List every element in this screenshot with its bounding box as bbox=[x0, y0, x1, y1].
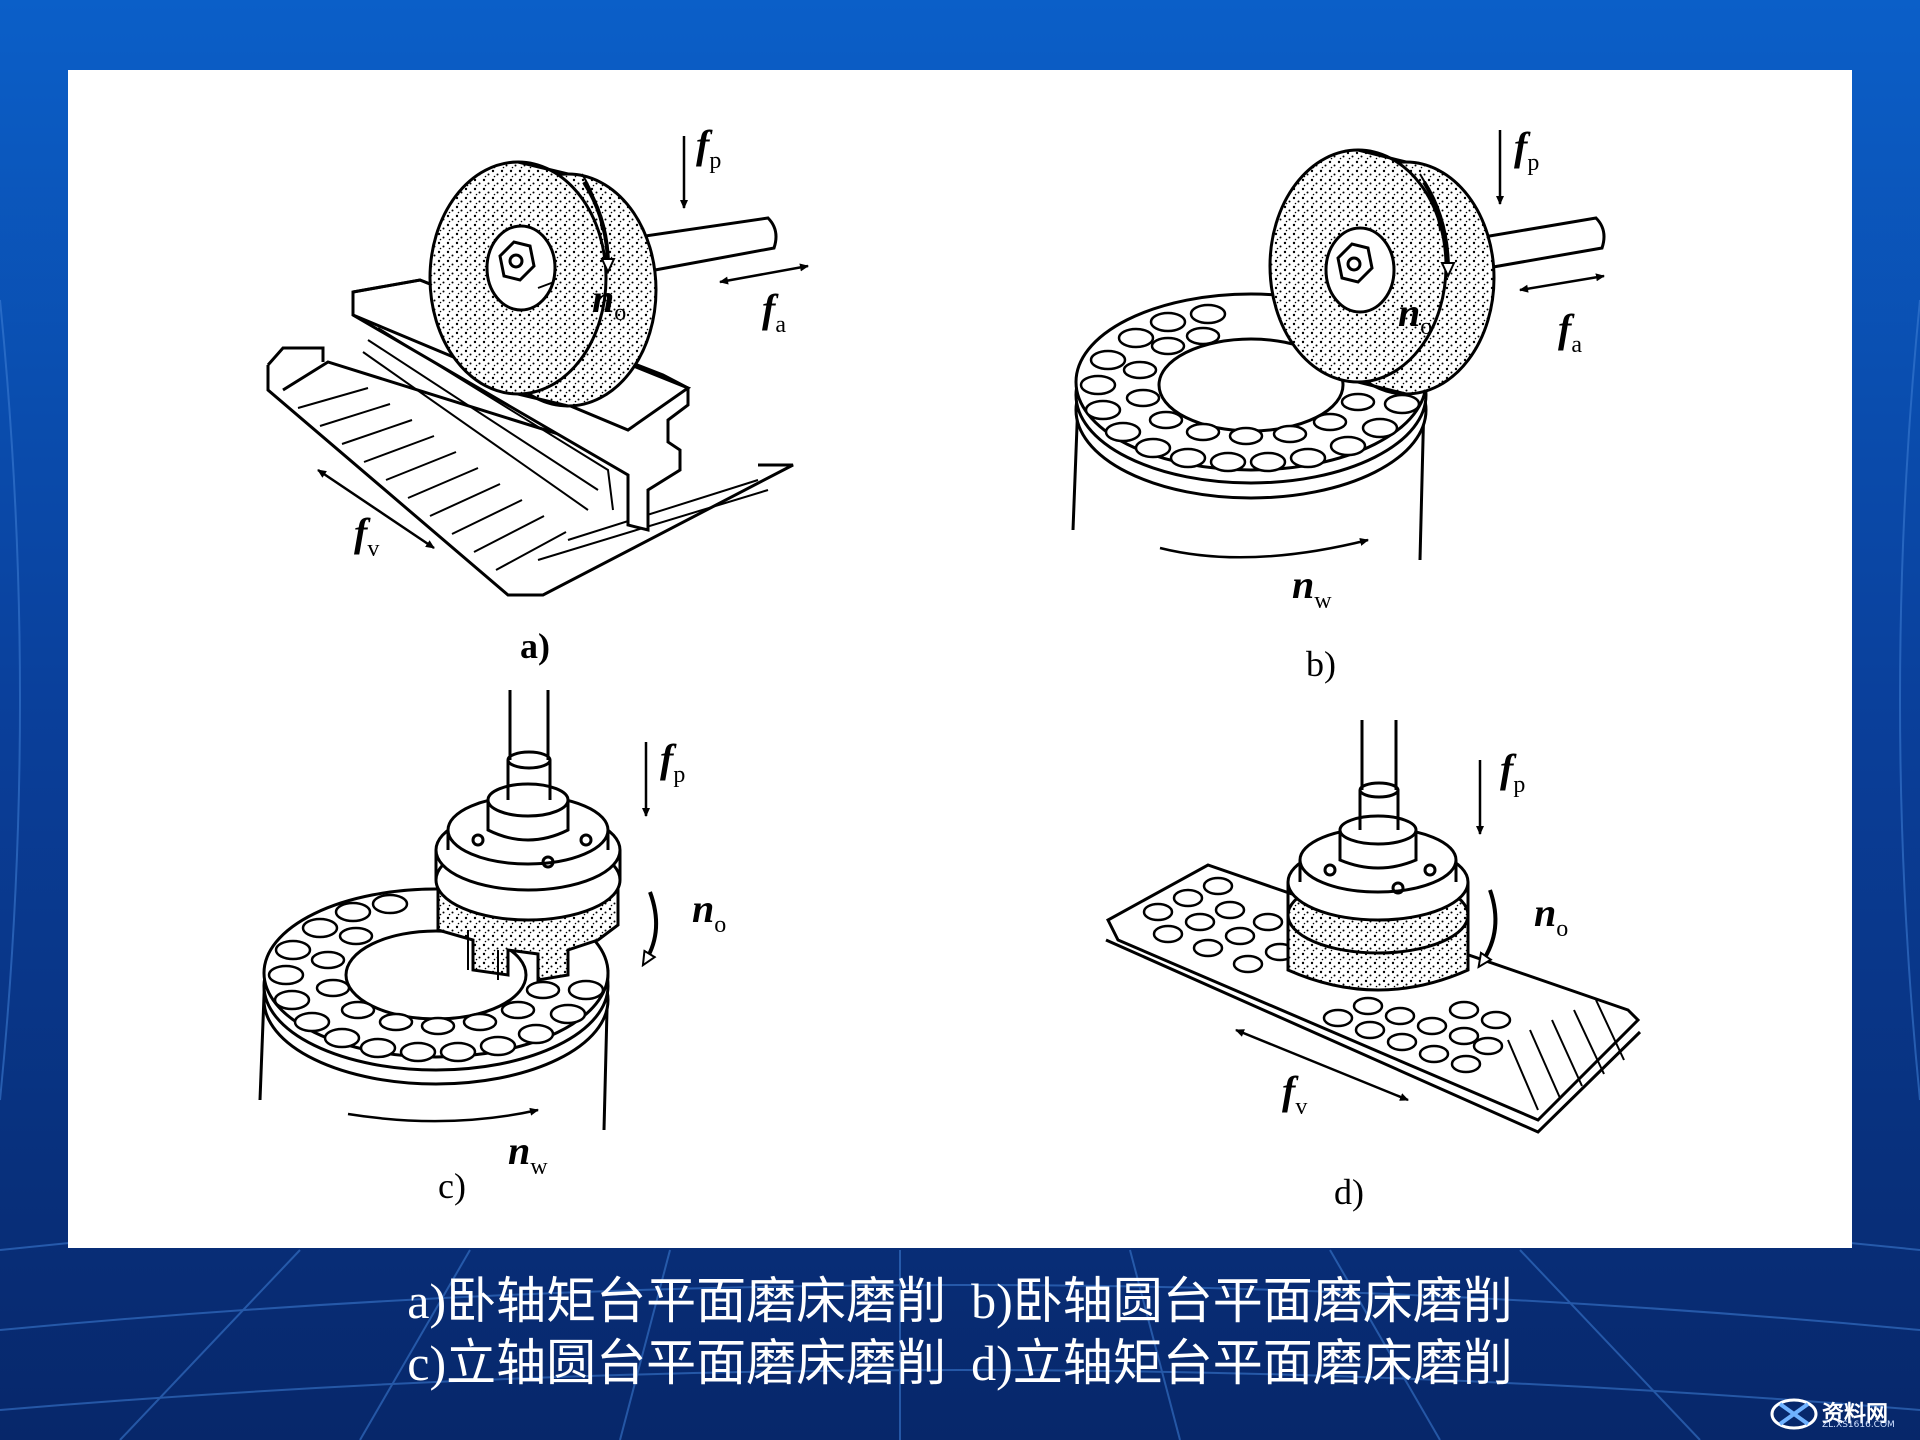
figure-panel: fp no fa fv a) bbox=[68, 70, 1852, 1248]
figure-caption: a)卧轴矩台平面磨床磨削 b)卧轴圆台平面磨床磨削 c)立轴圆台平面磨床磨削 d… bbox=[0, 1270, 1920, 1394]
panel-b-fp-symbol: fp bbox=[1514, 124, 1539, 176]
panel-c-drawing bbox=[258, 690, 659, 1131]
caption-line-2: c)立轴圆台平面磨床磨削 d)立轴矩台平面磨床磨削 bbox=[407, 1335, 1513, 1391]
panel-b-fa-symbol: fa bbox=[1558, 306, 1582, 358]
panel-d-label: d) bbox=[1334, 1172, 1364, 1212]
panel-d-no-symbol: no bbox=[1534, 890, 1568, 942]
panel-b-nw-symbol: nw bbox=[1292, 562, 1332, 614]
watermark: 资料网 ZL.XS1616.COM bbox=[1770, 1394, 1910, 1434]
caption-line-1: a)卧轴矩台平面磨床磨削 b)卧轴圆台平面磨床磨削 bbox=[407, 1273, 1513, 1329]
panel-d-fp-symbol: fp bbox=[1500, 746, 1525, 798]
panel-a-fp-symbol: fp bbox=[696, 122, 721, 174]
watermark-text: 资料网 bbox=[1822, 1402, 1889, 1427]
panel-b-no-symbol: no bbox=[1398, 290, 1432, 340]
panel-d-fv-symbol: fv bbox=[1282, 1068, 1307, 1120]
panel-a-fv-symbol: fv bbox=[354, 510, 379, 562]
xs-logo-icon bbox=[1770, 1398, 1818, 1430]
panel-c-no-symbol: no bbox=[692, 886, 726, 938]
panel-d-drawing bbox=[1105, 720, 1642, 1134]
panel-a-fa-symbol: fa bbox=[762, 286, 786, 338]
panel-b-drawing bbox=[1071, 130, 1606, 561]
panel-a-no-symbol: no bbox=[592, 276, 626, 326]
panel-c-fp-symbol: fp bbox=[660, 736, 685, 788]
panel-a-label: a) bbox=[520, 626, 550, 666]
panel-c-label: c) bbox=[438, 1166, 466, 1206]
watermark-url: ZL.XS1616.COM bbox=[1822, 1420, 1895, 1430]
panel-c-nw-symbol: nw bbox=[508, 1128, 548, 1180]
grinding-diagram: fp no fa fv a) bbox=[258, 122, 1642, 1212]
panel-a-drawing bbox=[266, 136, 809, 597]
panel-b-label: b) bbox=[1306, 644, 1336, 684]
